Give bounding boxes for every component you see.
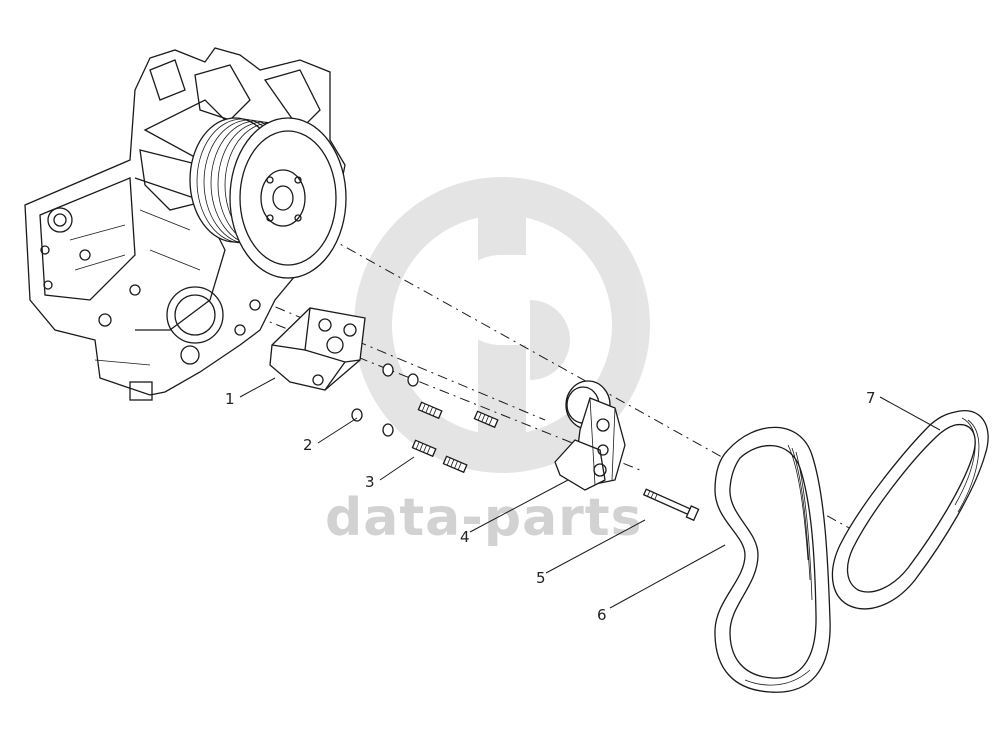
part-1-tensioner-bracket xyxy=(269,307,366,391)
callout-7: 7 xyxy=(866,389,876,407)
watermark-logo xyxy=(354,177,650,473)
main-pulley xyxy=(189,117,347,279)
part-4-belt-tensioner xyxy=(554,380,626,491)
part-6-belt-large xyxy=(714,426,831,693)
watermark-text: data-parts xyxy=(325,488,643,548)
part-3-bolts xyxy=(411,401,499,474)
callout-6: 6 xyxy=(597,606,607,624)
alignment-lines xyxy=(214,204,886,549)
leader-lines xyxy=(239,377,941,609)
part-2-washers xyxy=(351,363,419,437)
part-5-bolt xyxy=(642,488,700,522)
callout-2: 2 xyxy=(303,436,313,454)
part-7-belt-small xyxy=(831,410,989,610)
callout-1: 1 xyxy=(225,390,235,408)
callout-4: 4 xyxy=(460,528,470,546)
callout-5: 5 xyxy=(536,569,546,587)
callout-3: 3 xyxy=(365,473,375,491)
